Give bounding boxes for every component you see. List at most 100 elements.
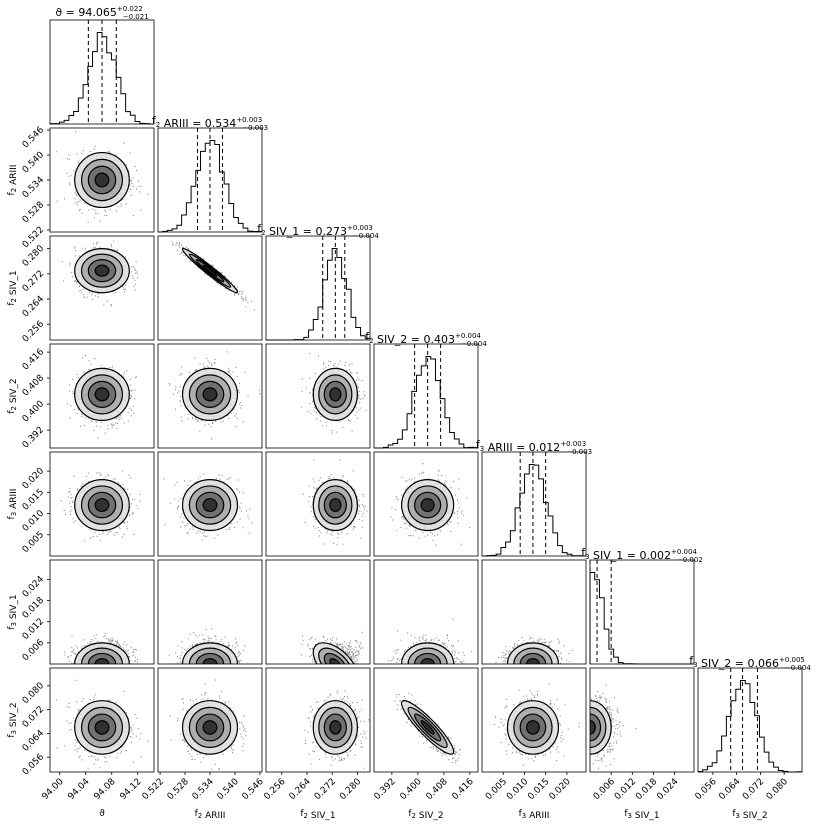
x-tick-label: 0.264: [288, 777, 313, 802]
panel-frame: [157, 559, 263, 665]
y-tick-label: 0.015: [21, 487, 46, 512]
hist-panel-f2_ARIII: f2 ARIII = 0.534+0.003−0.003: [152, 114, 268, 233]
hist-frame: [481, 451, 587, 557]
panel-frame: [373, 451, 479, 557]
hist-title-f2_SIV_2: f2 SIV_2 = 0.403+0.004−0.004: [365, 330, 487, 348]
x-tick-label: 0.018: [634, 777, 659, 802]
y-tick-label: 0.540: [21, 150, 46, 175]
y-tick-label: 0.064: [21, 728, 46, 753]
y-axis-label-f2_SIV_2: f2 SIV_2: [7, 378, 19, 413]
hist-frame: [697, 667, 803, 773]
y-axis-label-f3_SIV_2: f3 SIV_2: [7, 702, 19, 737]
panel-frame: [481, 667, 587, 773]
hist-title-f3_ARIII: f3 ARIII = 0.012+0.003−0.003: [476, 438, 592, 456]
y-tick-label: 0.392: [21, 425, 46, 450]
scatter-panel-f3_SIV_1-f2_SIV_2: [373, 559, 479, 665]
scatter-panel-f2_SIV_1-theta: [49, 235, 155, 341]
scatter-panel-f3_SIV_1-f2_SIV_1: [265, 559, 371, 665]
x-tick-label: 0.546: [241, 777, 266, 802]
contour-level-3: [94, 172, 110, 188]
y-tick-label: 0.546: [21, 125, 46, 150]
hist-f3_SIV_1: [589, 571, 694, 665]
x-tick-label: 0.056: [694, 777, 719, 802]
x-tick-label: 0.280: [338, 777, 363, 802]
hist-frame: [265, 235, 371, 341]
y-tick-label: 0.072: [21, 705, 46, 730]
hist-panel-f2_SIV_1: f2 SIV_1 = 0.273+0.003−0.004: [257, 222, 379, 341]
panel-frame: [157, 343, 263, 449]
x-axis-label-f2_SIV_2: f2 SIV_2: [408, 809, 443, 821]
panel-frame: [265, 667, 371, 773]
contour-level-3: [202, 720, 218, 735]
contour-level-3: [525, 720, 540, 735]
hist-panel-theta: ϑ = 94.065+0.022−0.021: [49, 5, 155, 125]
y-tick-label: 0.416: [21, 347, 46, 372]
y-tick-label: 0.272: [21, 269, 46, 294]
y-tick-label: 0.256: [21, 319, 46, 344]
panel-frame: [589, 667, 695, 773]
contour-level-3: [329, 498, 342, 513]
x-tick-label: 0.080: [765, 777, 790, 802]
x-tick-label: 94.04: [66, 777, 91, 802]
y-tick-label: 0.400: [21, 399, 46, 424]
hist-f2_ARIII: [158, 139, 263, 233]
scatter-panel-f3_SIV_2-f2_SIV_2: [373, 667, 479, 773]
y-tick-label: 0.018: [21, 595, 46, 620]
x-tick-label: 0.064: [717, 777, 742, 802]
scatter-panel-f3_ARIII-theta: [49, 451, 155, 557]
x-axis-label-f2_SIV_1: f2 SIV_1: [300, 809, 335, 821]
x-tick-label: 0.072: [741, 777, 766, 802]
x-tick-label: 0.392: [373, 777, 398, 802]
x-tick-label: 0.528: [166, 777, 191, 802]
x-tick-label: 94.08: [92, 777, 117, 802]
hist-f2_SIV_1: [266, 247, 371, 341]
hist-f3_SIV_2: [697, 679, 803, 773]
y-tick-label: 0.080: [21, 681, 46, 706]
panel-frame: [373, 667, 479, 773]
x-tick-label: 0.024: [655, 777, 680, 802]
y-tick-label: 0.534: [21, 175, 46, 200]
contour-level-3: [202, 498, 218, 513]
panel-frame: [481, 559, 587, 665]
scatter-panel-f2_SIV_2-theta: [49, 343, 155, 449]
hist-title-theta: ϑ = 94.065+0.022−0.021: [55, 5, 148, 21]
x-axis-label-f3_SIV_1: f3 SIV_1: [624, 809, 659, 821]
y-tick-label: 0.010: [21, 508, 46, 533]
x-axis-label-theta: ϑ: [99, 809, 105, 819]
scatter-panel-f3_SIV_2-f3_ARIII: [481, 667, 587, 773]
x-tick-label: 0.408: [425, 777, 450, 802]
hist-f2_SIV_2: [374, 355, 479, 449]
scatter-panel-f2_SIV_1-f2_ARIII: [157, 235, 263, 341]
panel-frame: [265, 343, 371, 449]
contour-level-3: [420, 498, 435, 513]
x-axis-label-f3_SIV_2: f3 SIV_2: [732, 809, 767, 821]
x-tick-label: 0.534: [191, 777, 216, 802]
panel-frame: [49, 559, 155, 665]
x-tick-label: 0.416: [451, 777, 476, 802]
scatter-panel-f3_SIV_2-theta: [49, 667, 155, 773]
y-tick-label: 0.005: [21, 530, 46, 555]
y-axis-label-f3_SIV_1: f3 SIV_1: [7, 594, 19, 629]
panel-frame: [265, 451, 371, 557]
x-tick-label: 94.00: [40, 777, 65, 802]
y-tick-label: 0.012: [21, 617, 46, 642]
x-tick-label: 94.12: [118, 777, 143, 802]
contour-level-3: [202, 387, 218, 402]
scatter-panel-f3_SIV_2-f3_SIV_1: [589, 667, 695, 773]
contour-level-3: [420, 720, 435, 735]
hist-frame: [373, 343, 479, 449]
y-axis-label-f2_SIV_1: f2 SIV_1: [7, 270, 19, 305]
x-tick-label: 0.010: [505, 777, 530, 802]
y-tick-label: 0.264: [21, 294, 46, 319]
scatter-panel-f3_SIV_2-f2_ARIII: [157, 667, 263, 773]
hist-panel-f2_SIV_2: f2 SIV_2 = 0.403+0.004−0.004: [365, 330, 487, 449]
y-axis-label-f2_ARIII: f2 ARIII: [7, 165, 19, 196]
contour-level-3: [94, 498, 110, 513]
hist-panel-f3_ARIII: f3 ARIII = 0.012+0.003−0.003: [476, 438, 592, 557]
y-tick-label: 0.408: [21, 373, 46, 398]
